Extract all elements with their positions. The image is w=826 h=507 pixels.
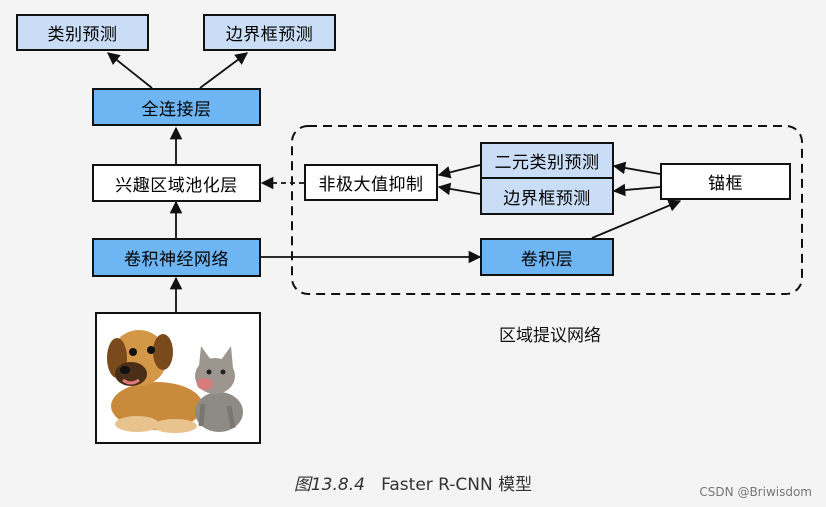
puppy-kitten-illustration bbox=[97, 314, 259, 442]
arrow-fc-to-class bbox=[107, 52, 153, 89]
figure-title: Faster R-CNN 模型 bbox=[381, 475, 533, 495]
binary-class-prediction-box: 二元类别预测 bbox=[480, 142, 614, 179]
class-prediction-box: 类别预测 bbox=[16, 14, 149, 51]
arrow-anchor-to-class bbox=[612, 161, 661, 175]
roi-pooling-box: 兴趣区域池化层 bbox=[92, 164, 261, 202]
bbox-prediction-box: 边界框预测 bbox=[203, 14, 336, 51]
conv-layer-box: 卷积层 bbox=[480, 238, 614, 276]
watermark: CSDN @Briwisdom bbox=[699, 485, 812, 499]
figure-number: 图13.8.4 bbox=[293, 475, 365, 495]
anchor-boxes-box: 锚框 bbox=[660, 163, 791, 200]
arrow-conv-to-anchor bbox=[591, 199, 682, 239]
cnn-box: 卷积神经网络 bbox=[92, 238, 261, 277]
input-image bbox=[95, 312, 261, 444]
rpn-bbox-prediction-box: 边界框预测 bbox=[480, 177, 614, 215]
rpn-region-border bbox=[291, 125, 803, 295]
fully-connected-layer-box: 全连接层 bbox=[92, 88, 261, 126]
arrow-class-to-nms bbox=[437, 164, 481, 179]
arrow-fc-to-bbox bbox=[199, 52, 249, 89]
nms-box: 非极大值抑制 bbox=[304, 164, 438, 201]
rpn-label: 区域提议网络 bbox=[499, 326, 601, 346]
arrow-bbox-to-nms bbox=[437, 182, 481, 196]
figure-caption: 图13.8.4 Faster R-CNN 模型 bbox=[0, 470, 826, 495]
arrow-anchor-to-bbox bbox=[612, 183, 661, 197]
